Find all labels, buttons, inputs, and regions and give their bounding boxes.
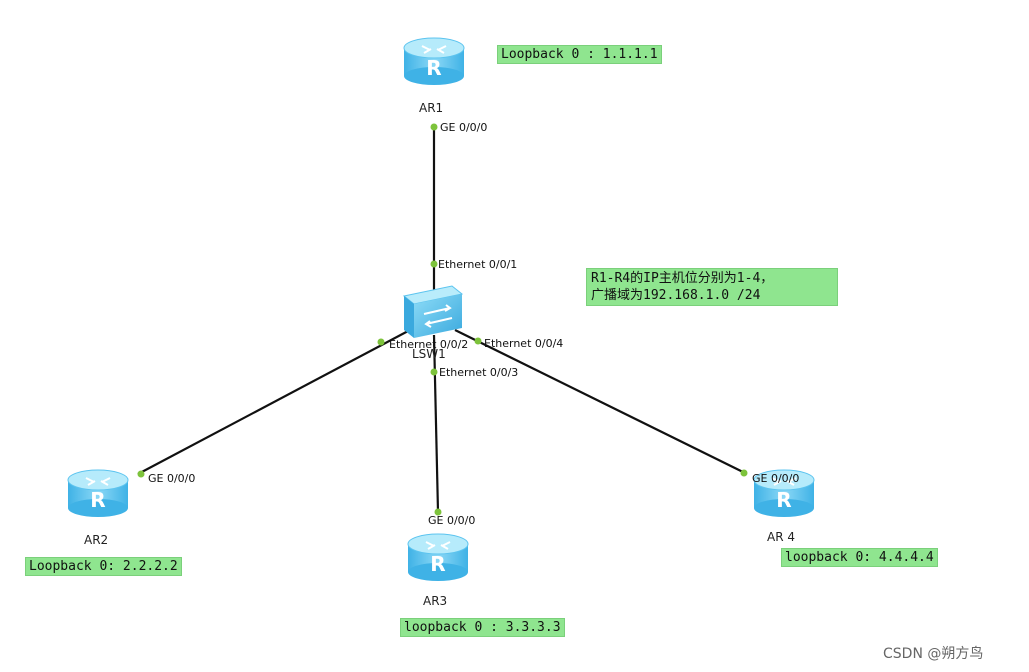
note-ar1-loopback: Loopback 0 : 1.1.1.1 [497,45,662,64]
note-ip-line1: R1-R4的IP主机位分别为1-4， [591,271,774,286]
link-lsw1-ar3 [432,334,440,513]
svg-text:R: R [430,552,445,576]
note-ar2-loopback: Loopback 0: 2.2.2.2 [25,557,182,576]
router-ar3-icon[interactable]: R [407,533,469,581]
port-label-lsw-e1: Ethernet 0/0/1 [438,258,518,271]
svg-text:R: R [90,488,105,512]
note-ip-line2: 广播域为192.168.1.0 /24 [591,288,761,303]
port-label-ar1-ge: GE 0/0/0 [440,121,488,134]
router-ar1-icon[interactable]: R [403,37,465,85]
svg-text:R: R [776,488,791,512]
port-label-ar3-ge: GE 0/0/0 [428,514,476,527]
port-label-ar2-ge: GE 0/0/0 [148,472,196,485]
port-dot-ar1[interactable] [430,123,438,131]
port-label-lsw-e4: Ethernet 0/0/4 [484,337,564,350]
port-dot-ar4[interactable] [740,469,748,477]
port-dot-lsw-e1[interactable] [430,260,438,268]
router-ar2-icon[interactable]: R [67,469,129,517]
link-lsw1-ar4 [454,329,746,474]
lsw1-label: LSW1 [412,347,446,361]
watermark: CSDN @朔方鸟 [883,646,984,662]
router-ar4-icon[interactable]: R [753,469,815,517]
switch-lsw1-icon[interactable] [402,285,464,338]
port-dot-ar3[interactable] [434,508,442,516]
port-dot-lsw-e2[interactable] [377,338,385,346]
svg-text:R: R [426,56,441,80]
port-dot-ar2[interactable] [137,470,145,478]
ar3-label: AR3 [423,594,448,608]
note-ar3-loopback: loopback 0 : 3.3.3.3 [400,618,565,637]
port-dot-lsw-e4[interactable] [474,337,482,345]
link-lsw1-ar2 [137,329,411,475]
port-label-lsw-e2: Ethernet 0/0/2 [389,338,469,351]
port-dot-lsw-e3[interactable] [430,368,438,376]
note-ar4-loopback: loopback 0: 4.4.4.4 [781,548,938,567]
port-label-lsw-e3: Ethernet 0/0/3 [439,366,519,379]
ar1-label: AR1 [419,101,444,115]
ar2-label: AR2 [84,533,109,547]
note-ip-plan: R1-R4的IP主机位分别为1-4， 广播域为192.168.1.0 /24 [586,268,838,306]
ar4-label: AR 4 [767,530,795,544]
port-label-ar4-ge: GE 0/0/0 [752,472,800,485]
